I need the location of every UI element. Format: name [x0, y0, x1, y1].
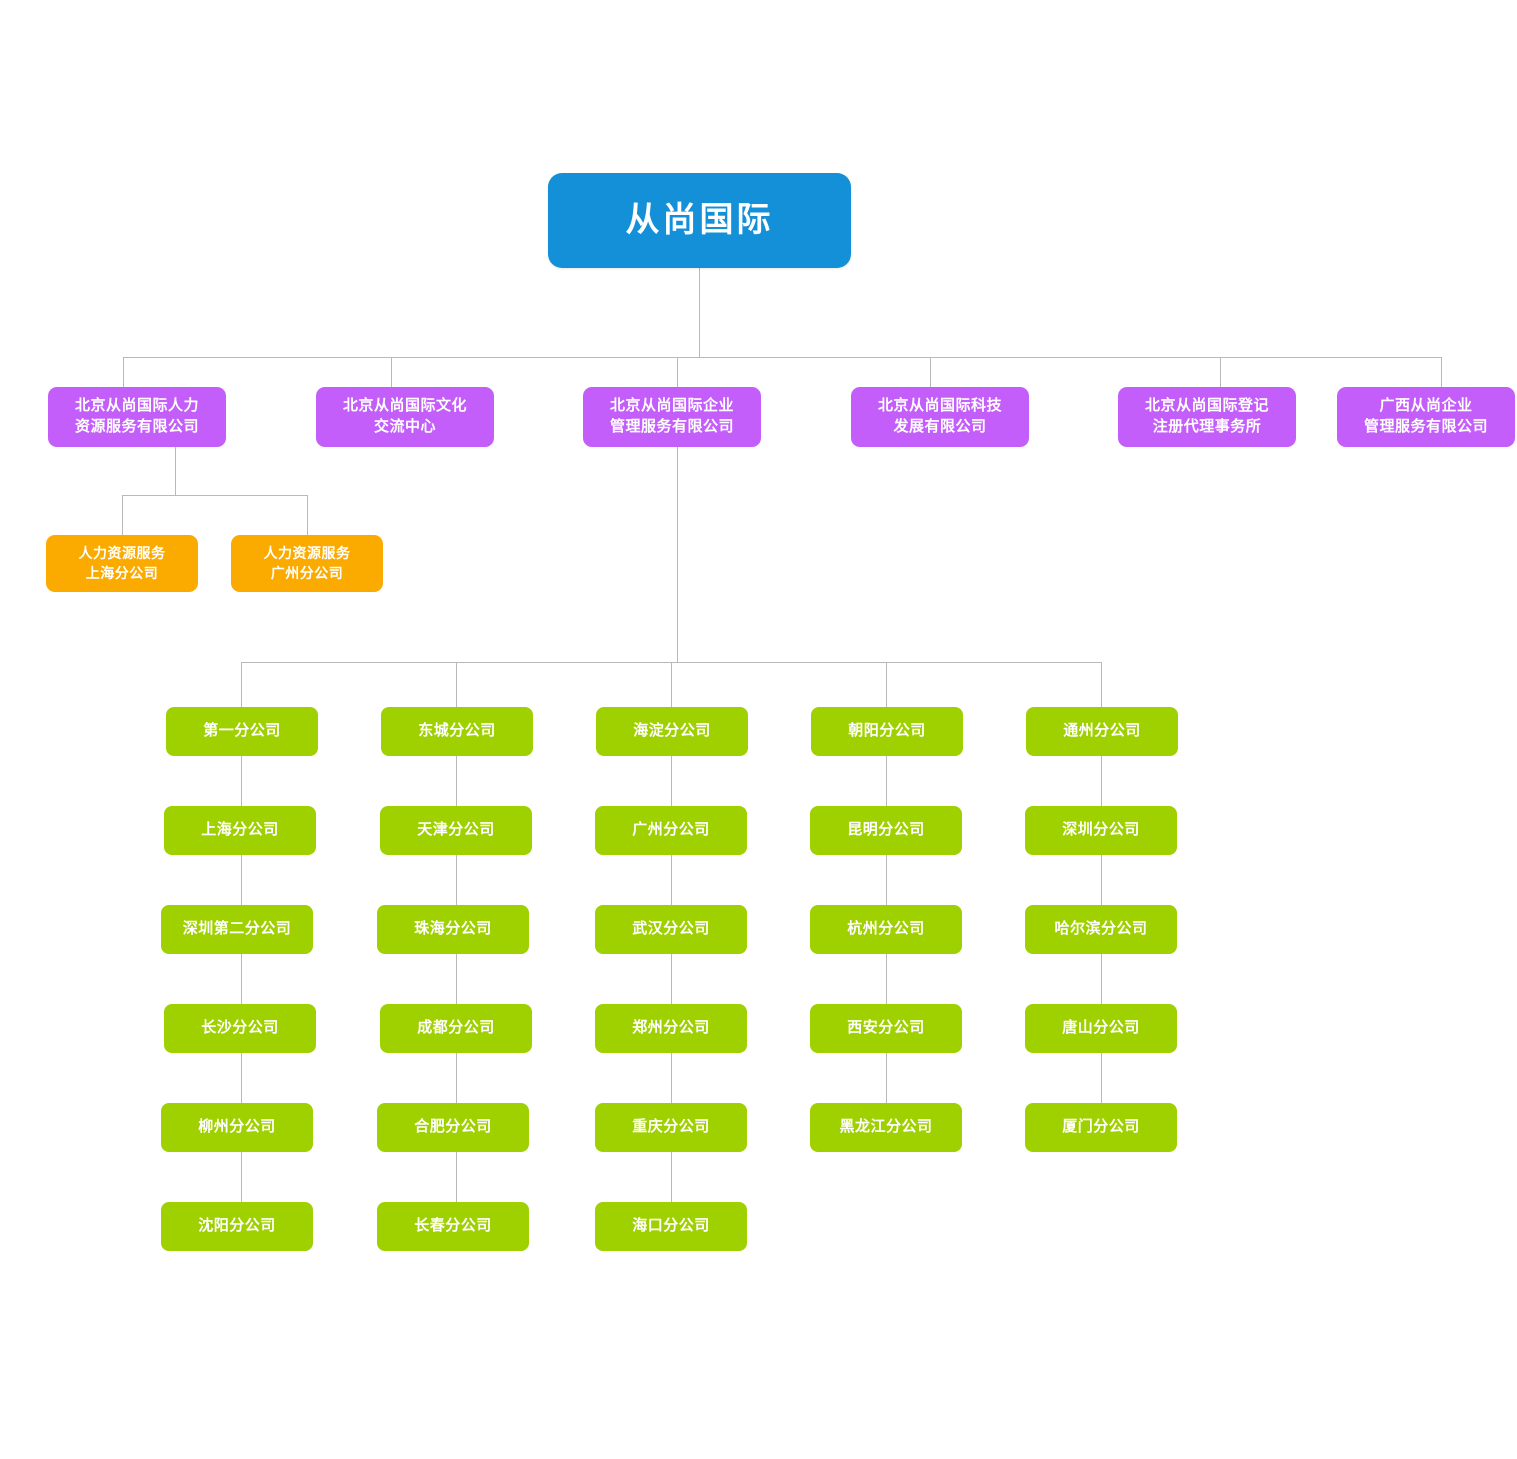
- connector-division-drop-6: [1441, 357, 1442, 387]
- org-node-label: 海淀分公司: [633, 722, 711, 740]
- org-node-label: 厦门分公司: [1062, 1118, 1140, 1136]
- org-node-label: 广西从尚企业 管理服务有限公司: [1363, 397, 1488, 435]
- connector-column-spine-2: [456, 662, 457, 1247]
- org-node-label: 人力资源服务 广州分公司: [263, 545, 351, 581]
- org-node-division-guangxi[interactable]: 广西从尚企业 管理服务有限公司: [1337, 387, 1515, 447]
- org-node-label: 唐山分公司: [1062, 1019, 1140, 1037]
- connector-division-drop-4: [930, 357, 931, 387]
- org-node-hr-branch-shanghai[interactable]: 人力资源服务 上海分公司: [46, 535, 198, 592]
- org-node-branch[interactable]: 郑州分公司: [595, 1004, 747, 1053]
- org-node-division-registration[interactable]: 北京从尚国际登记 注册代理事务所: [1118, 387, 1296, 447]
- org-node-label: 合肥分公司: [414, 1118, 492, 1136]
- org-node-label: 哈尔滨分公司: [1054, 920, 1148, 938]
- org-node-label: 黑龙江分公司: [839, 1118, 933, 1136]
- org-node-label: 人力资源服务 上海分公司: [78, 545, 166, 581]
- connector-divisions-bus: [123, 357, 1441, 358]
- org-node-label: 北京从尚国际文化 交流中心: [342, 397, 467, 435]
- org-node-label: 北京从尚国际科技 发展有限公司: [877, 397, 1002, 435]
- org-node-label: 柳州分公司: [198, 1118, 276, 1136]
- org-node-label: 北京从尚国际登记 注册代理事务所: [1144, 397, 1269, 435]
- org-node-label: 通州分公司: [1063, 722, 1141, 740]
- org-node-branch[interactable]: 广州分公司: [595, 806, 747, 855]
- org-node-branch[interactable]: 第一分公司: [166, 707, 318, 756]
- org-node-label: 第一分公司: [203, 722, 281, 740]
- org-node-branch[interactable]: 长沙分公司: [164, 1004, 316, 1053]
- connector-division-drop-2: [391, 357, 392, 387]
- org-node-division-management[interactable]: 北京从尚国际企业 管理服务有限公司: [583, 387, 761, 447]
- org-node-branch[interactable]: 通州分公司: [1026, 707, 1178, 756]
- org-node-label: 昆明分公司: [847, 821, 925, 839]
- org-node-branch[interactable]: 西安分公司: [810, 1004, 962, 1053]
- org-node-label: 广州分公司: [632, 821, 710, 839]
- org-node-division-culture[interactable]: 北京从尚国际文化 交流中心: [316, 387, 494, 447]
- org-node-label: 上海分公司: [201, 821, 279, 839]
- org-node-label: 东城分公司: [418, 722, 496, 740]
- connector-division-drop-5: [1220, 357, 1221, 387]
- connector-hr-bus: [122, 495, 308, 496]
- org-node-label: 重庆分公司: [632, 1118, 710, 1136]
- org-node-branch[interactable]: 合肥分公司: [377, 1103, 529, 1152]
- connector-column-spine-3: [671, 662, 672, 1247]
- org-node-branch[interactable]: 上海分公司: [164, 806, 316, 855]
- org-node-label: 长春分公司: [414, 1217, 492, 1235]
- org-node-division-hr[interactable]: 北京从尚国际人力 资源服务有限公司: [48, 387, 226, 447]
- org-node-label: 郑州分公司: [632, 1019, 710, 1037]
- org-node-branch[interactable]: 深圳第二分公司: [161, 905, 313, 954]
- connector-hr-stem: [175, 447, 176, 495]
- org-node-label: 沈阳分公司: [198, 1217, 276, 1235]
- org-node-hr-branch-guangzhou[interactable]: 人力资源服务 广州分公司: [231, 535, 383, 592]
- org-node-branch[interactable]: 重庆分公司: [595, 1103, 747, 1152]
- connector-division-drop-1: [123, 357, 124, 387]
- org-node-label: 杭州分公司: [847, 920, 925, 938]
- connector-division-drop-3: [677, 357, 678, 387]
- org-node-root[interactable]: 从尚国际: [548, 173, 851, 268]
- org-node-branch[interactable]: 朝阳分公司: [811, 707, 963, 756]
- org-node-label: 西安分公司: [847, 1019, 925, 1037]
- org-node-division-technology[interactable]: 北京从尚国际科技 发展有限公司: [851, 387, 1029, 447]
- org-node-branch[interactable]: 东城分公司: [381, 707, 533, 756]
- org-node-branch[interactable]: 沈阳分公司: [161, 1202, 313, 1251]
- org-node-branch[interactable]: 黑龙江分公司: [810, 1103, 962, 1152]
- connector-hr-drop-2: [307, 495, 308, 535]
- org-node-branch[interactable]: 海淀分公司: [596, 707, 748, 756]
- org-node-branch[interactable]: 珠海分公司: [377, 905, 529, 954]
- org-node-branch[interactable]: 天津分公司: [380, 806, 532, 855]
- org-node-branch[interactable]: 昆明分公司: [810, 806, 962, 855]
- connector-root-stem: [699, 268, 700, 357]
- org-node-branch[interactable]: 海口分公司: [595, 1202, 747, 1251]
- connector-hr-drop-1: [122, 495, 123, 535]
- org-node-label: 珠海分公司: [414, 920, 492, 938]
- org-node-label: 长沙分公司: [201, 1019, 279, 1037]
- org-node-branch[interactable]: 长春分公司: [377, 1202, 529, 1251]
- org-node-branch[interactable]: 厦门分公司: [1025, 1103, 1177, 1152]
- org-node-label: 天津分公司: [417, 821, 495, 839]
- connector-management-stem: [677, 447, 678, 662]
- org-node-label: 深圳第二分公司: [182, 920, 292, 938]
- org-node-label: 北京从尚国际企业 管理服务有限公司: [609, 397, 734, 435]
- org-node-branch[interactable]: 成都分公司: [380, 1004, 532, 1053]
- org-node-branch[interactable]: 哈尔滨分公司: [1025, 905, 1177, 954]
- org-node-branch[interactable]: 杭州分公司: [810, 905, 962, 954]
- org-node-branch[interactable]: 柳州分公司: [161, 1103, 313, 1152]
- org-node-label: 武汉分公司: [632, 920, 710, 938]
- org-node-branch[interactable]: 唐山分公司: [1025, 1004, 1177, 1053]
- org-node-label: 北京从尚国际人力 资源服务有限公司: [74, 397, 199, 435]
- org-node-label: 海口分公司: [632, 1217, 710, 1235]
- org-node-root-label: 从尚国际: [625, 201, 774, 240]
- connector-column-spine-1: [241, 662, 242, 1247]
- org-node-label: 朝阳分公司: [848, 722, 926, 740]
- org-node-branch[interactable]: 武汉分公司: [595, 905, 747, 954]
- org-node-label: 深圳分公司: [1062, 821, 1140, 839]
- org-node-branch[interactable]: 深圳分公司: [1025, 806, 1177, 855]
- org-node-label: 成都分公司: [417, 1019, 495, 1037]
